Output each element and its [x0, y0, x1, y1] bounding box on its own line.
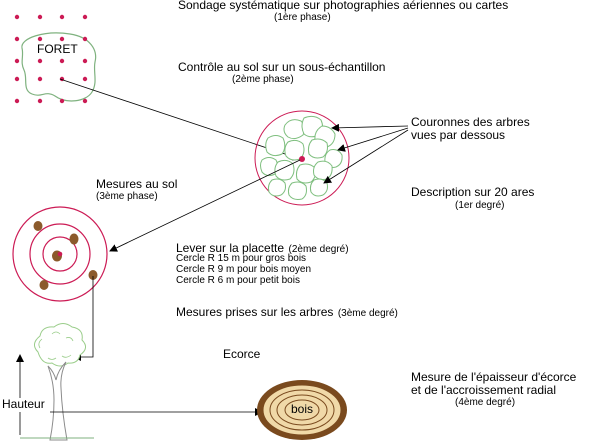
tree-illustration [20, 323, 94, 441]
sample-dot [37, 98, 43, 104]
phase3-title: Mesures au sol [96, 177, 178, 191]
sample-dot [82, 76, 88, 82]
sample-dot [37, 76, 43, 82]
crowns-label-2: vues par dessous [411, 128, 506, 142]
arrow-crown-1 [331, 123, 409, 132]
tree-measures-heading: Mesures prises sur les arbres (3ème degr… [176, 303, 398, 321]
sampling-dot-grid [14, 14, 88, 104]
bark-measure-1: Mesure de l'épaisseur d'écorce [411, 370, 577, 384]
arrow-to-tree [73, 276, 94, 361]
sample-dot [37, 36, 43, 42]
wood-disc [257, 380, 347, 440]
sample-dot [59, 36, 65, 42]
phase1-title: Sondage systématique sur photographies a… [178, 0, 509, 12]
sample-dot [14, 36, 20, 42]
plot-circle-1: Cercle R 15 m pour gros bois [176, 253, 307, 264]
sample-dot [82, 58, 88, 64]
bark-label: Ecorce [223, 347, 261, 361]
sample-dot [82, 98, 88, 104]
sample-dot [37, 58, 43, 64]
arrow-crown-2 [337, 127, 409, 152]
sample-plot [12, 206, 108, 302]
plot-circle-3: Cercle R 6 m pour petit bois [176, 275, 300, 286]
bark-measure-2: et de l'accroissement radial [411, 383, 557, 397]
sample-dot [14, 76, 20, 82]
phase1-sub: (1ère phase) [274, 12, 331, 23]
forest-label: FORET [37, 42, 78, 56]
arrow-to-crowns [59, 78, 301, 161]
sample-dot [37, 14, 43, 20]
sample-dot [14, 58, 20, 64]
tree-crowns [254, 110, 350, 206]
arrow-crown-3 [323, 129, 409, 184]
plot-circle-2: Cercle R 9 m pour bois moyen [176, 264, 312, 275]
sample-dot [14, 14, 20, 20]
plot-heading: Lever sur la placette (2ème degré) [176, 239, 349, 257]
phase2-title: Contrôle au sol sur un sous-échantillon [178, 60, 386, 74]
description-sub: (1er degré) [455, 200, 505, 211]
phase3-sub: (3ème phase) [96, 191, 158, 202]
description-title: Description sur 20 ares [411, 185, 535, 199]
tree-measures-title: Mesures prises sur les arbres [176, 305, 334, 319]
sample-dot [82, 36, 88, 42]
crowns-label-1: Couronnes des arbres [411, 115, 530, 129]
arrow-to-plot [109, 159, 301, 252]
tree-measures-sub: (3ème degré) [337, 308, 398, 319]
plot-center [57, 251, 63, 257]
plot-title-sub: (2ème degré) [288, 244, 349, 255]
forest-outline [21, 32, 97, 102]
plot-trees [33, 221, 98, 290]
plot-title: Lever sur la placette [176, 241, 285, 255]
sample-dot [59, 14, 65, 20]
phase2-sub: (2ème phase) [232, 74, 294, 85]
sample-dot [59, 98, 65, 104]
sample-dot [82, 14, 88, 20]
sample-dot [14, 98, 20, 104]
wood-label: bois [291, 402, 314, 416]
sample-dot [59, 58, 65, 64]
bark-measure-sub: (4ème degré) [455, 397, 516, 408]
height-label: Hauteur [1, 397, 46, 412]
